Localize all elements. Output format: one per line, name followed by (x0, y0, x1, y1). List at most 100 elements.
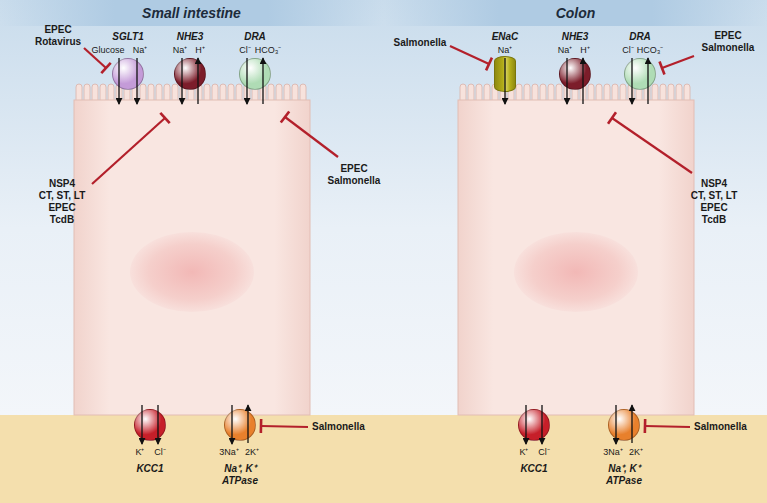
inhibitor-label: Rotavirus (35, 36, 81, 48)
microvillus (92, 84, 98, 101)
inhibitor-label: TcdB (702, 214, 726, 226)
ion-label: Cl⁻ (154, 447, 166, 458)
microvillus (540, 84, 546, 101)
transporter: KCC1 (134, 409, 166, 441)
inhibition-bar (281, 111, 338, 157)
transporter-name: KCC1 (520, 463, 547, 475)
microvillus (476, 84, 482, 101)
flux-arrow (615, 405, 616, 444)
transporter: SGLT1 (112, 58, 144, 90)
serosal-ground (0, 415, 767, 503)
microvillus (140, 84, 146, 101)
ion-label: Cl⁻ (239, 45, 251, 56)
microvillus (548, 84, 554, 101)
microvillus (596, 84, 602, 101)
inhibitor-label: EPEC (44, 24, 71, 36)
transporter-name: NHE3 (562, 31, 589, 43)
ion-label: Cl⁻ (538, 447, 550, 458)
flux-arrow (262, 58, 263, 104)
lumen-ground (0, 0, 767, 415)
microvillus (652, 84, 658, 101)
inhibitor-label: EPEC (340, 163, 367, 175)
microvillus (516, 84, 522, 101)
inhibitor-label: Salmonella (702, 42, 755, 54)
microvillus (228, 84, 234, 101)
epithelial-cell (458, 100, 694, 415)
epithelial-cell (74, 100, 310, 415)
ion-label: H⁺ (195, 45, 205, 56)
transporter-name: Na⁺, K⁺ ATPase (597, 463, 651, 486)
ion-label: 3Na⁺ (603, 447, 623, 458)
flux-arrow (631, 58, 632, 104)
microvillus (620, 84, 626, 101)
microvillus (204, 84, 210, 101)
channel: ENaC (494, 56, 516, 92)
transporter-name: KCC1 (136, 463, 163, 475)
inhibition-bar (450, 46, 492, 70)
inhibitor-label: Salmonella (694, 421, 747, 433)
flux-arrow (247, 405, 248, 443)
microvillus (556, 84, 562, 101)
flux-arrow (197, 58, 198, 104)
flux-arrow (647, 58, 648, 104)
pump: Na⁺, K⁺ ATPase (224, 409, 256, 441)
transporter: NHE3 (559, 58, 591, 90)
flux-arrow (136, 58, 137, 104)
ion-label: Na⁺ (558, 45, 573, 56)
region-header: Colon (384, 0, 767, 26)
ion-label: H⁺ (580, 45, 590, 56)
region-header: Small intestine (0, 0, 383, 26)
microvillus (292, 84, 298, 101)
microvillus (660, 84, 666, 101)
inhibitor-label: Salmonella (394, 37, 447, 49)
ion-label: K⁺ (135, 447, 144, 458)
ion-label: Glucose (91, 45, 124, 56)
microvillus (268, 84, 274, 101)
inhibitor-label: CT, ST, LT (691, 190, 737, 202)
transporter-name: SGLT1 (112, 31, 143, 43)
microvillus (172, 84, 178, 101)
ion-label: Na⁺ (173, 45, 188, 56)
microvillus (684, 84, 690, 101)
inhibitor-label: TcdB (50, 214, 74, 226)
microvillus (668, 84, 674, 101)
inhibitor-label: CT, ST, LT (39, 190, 85, 202)
microvillus (236, 84, 242, 101)
microvillus (164, 84, 170, 101)
microvillus (148, 84, 154, 101)
inhibition-bar (84, 48, 111, 73)
inhibitor-label: Salmonella (312, 421, 365, 433)
flux-arrow (504, 58, 505, 104)
inhibition-bar (660, 56, 694, 75)
ion-label: K⁺ (519, 447, 528, 458)
inhibition-bar (92, 113, 170, 184)
flux-arrow (118, 58, 119, 104)
microvillus (468, 84, 474, 101)
inhibitor-label: EPEC (714, 30, 741, 42)
microvillus (524, 84, 530, 101)
microvillus (100, 84, 106, 101)
microvillus (284, 84, 290, 101)
microvillus (612, 84, 618, 101)
microvillus (676, 84, 682, 101)
transporter-name: Na⁺, K⁺ ATPase (213, 463, 267, 486)
ion-label: HCO₃⁻ (255, 45, 282, 56)
ion-label: 3Na⁺ (219, 447, 239, 458)
ion-label: HCO₃⁻ (637, 45, 664, 56)
transporter-name: DRA (244, 31, 266, 43)
nucleus (130, 232, 254, 312)
flux-arrow (141, 405, 142, 444)
inhibition-bar (261, 419, 308, 433)
inhibition-bar (608, 112, 692, 173)
inhibition-bar (645, 419, 690, 433)
flux-arrow (566, 58, 567, 104)
flux-arrow (231, 405, 232, 444)
flux-arrow (541, 405, 542, 444)
flux-arrow (525, 405, 526, 444)
ion-label: Na⁺ (133, 45, 148, 56)
ion-label: 2K⁺ (245, 447, 259, 458)
flux-arrow (181, 58, 182, 104)
microvillus (76, 84, 82, 101)
microvilli (76, 84, 690, 101)
inhibitor-label: Salmonella (328, 175, 381, 187)
